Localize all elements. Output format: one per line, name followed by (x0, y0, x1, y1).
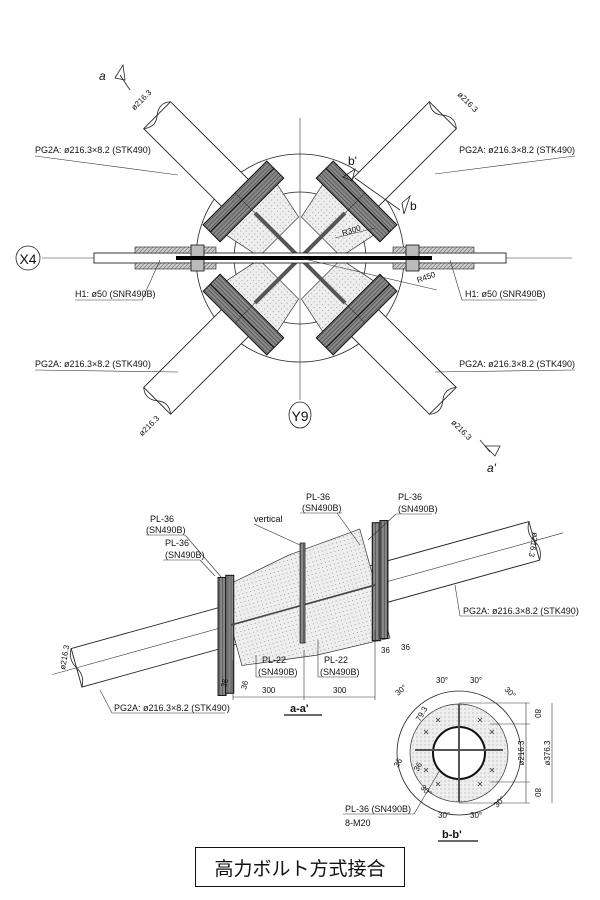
dim-300-right: 300 (333, 686, 347, 695)
label-pl36-right: PL-36 (398, 492, 422, 502)
angle-bottom-left: 30° (438, 811, 450, 820)
brace-label-ll: PG2A: ø216.3×8.2 (STK490) (35, 359, 151, 369)
angle-top-right: 30° (470, 676, 482, 685)
label-mat-right: (SN490B) (398, 504, 438, 514)
label-pl36-top: PL-36 (306, 492, 330, 502)
tube-dia-ul: ø216.3 (130, 88, 154, 112)
label-vertical: vertical (254, 514, 283, 524)
brace-label-left: PG2A: ø216.3×8.2 (STK490) (114, 703, 230, 713)
section-aa-view: vertical PL-36 (SN490B) PL-36 (SN490B) P… (52, 492, 579, 716)
grid-label-x4: X4 (19, 251, 36, 267)
dia-outer: ø376.3 (543, 740, 552, 765)
dia-inner: ø216.3 (517, 740, 526, 765)
label-mat-left2: (SN490B) (165, 550, 205, 560)
brace-label-ul: PG2A: ø216.3×8.2 (STK490) (35, 145, 151, 155)
brace-label-lr: PG2A: ø216.3×8.2 (STK490) (459, 359, 575, 369)
label-mat-left1: (SN490B) (146, 525, 186, 535)
brace-upper-left (143, 101, 300, 258)
label-mat-top: (SN490B) (302, 503, 342, 513)
tube-dia-left: ø216.3 (58, 644, 71, 671)
bolt-marks (423, 717, 495, 787)
rod-label-right: H1: ø50 (SNR490B) (465, 289, 546, 299)
dim-300-left: 300 (262, 686, 276, 695)
label-pl36-left1: PL-36 (150, 514, 174, 524)
dim-36-a: 36 (392, 756, 405, 769)
grid-label-y9: Y9 (291, 408, 308, 424)
brace-label-ur: PG2A: ø216.3×8.2 (STK490) (459, 145, 575, 155)
rod-label-left: H1: ø50 (SNR490B) (75, 289, 156, 299)
tube-dia-ll: ø216.3 (137, 414, 161, 438)
dim-36-d: 36 (401, 643, 410, 652)
tube-dia-ur: ø216.3 (456, 90, 480, 114)
section-mark-b: b (410, 199, 417, 213)
label-pl22-left: PL-22 (262, 655, 286, 665)
section-mark-a: a (99, 69, 106, 83)
label-mat-22-right: (SN490B) (320, 667, 360, 677)
drawing-caption: 高力ボルト方式接合 (195, 847, 405, 887)
plate-label: PL-36 (SN490B) (345, 804, 411, 814)
grid-bubble-x4 (15, 245, 41, 271)
bolt-label: 8-M20 (345, 818, 371, 828)
angle-top-left: 30° (436, 676, 448, 685)
section-bb-view: 80 80 ø216.3 ø376.3 30° 30° 30° 30° 30° … (343, 676, 553, 842)
dim-80-bottom: 80 (533, 788, 542, 797)
section-aa-title: a-a' (290, 703, 309, 715)
brace-label-right: PG2A: ø216.3×8.2 (STK490) (463, 606, 579, 616)
dim-36-c: 36 (381, 646, 390, 655)
angle-bottom-right: 30° (470, 811, 482, 820)
radius-r450: R450 (416, 270, 438, 285)
tube-dia-right: ø216.3 (527, 532, 540, 559)
angle-left-upper: 30° (394, 683, 409, 698)
grid-bubble-y9 (288, 401, 312, 429)
tube-dia-lr: ø216.3 (449, 418, 473, 442)
angle-right-lower: 30° (492, 794, 507, 809)
section-mark-a2: a' (487, 461, 497, 475)
vertical-plate (299, 542, 306, 644)
label-pl22-right: PL-22 (324, 655, 348, 665)
label-mat-22-left: (SN490B) (258, 667, 298, 677)
outer-circle (396, 690, 522, 816)
section-bb-title: b-b' (442, 829, 462, 841)
dim-80-top: 80 (533, 709, 542, 718)
label-pl36-left2: PL-36 (165, 538, 189, 548)
section-mark-b2: b' (348, 154, 357, 168)
dim-36-a: 36 (219, 677, 230, 688)
angle-right-upper: 30° (503, 685, 518, 700)
dim-36-b: 36 (239, 679, 250, 690)
plan-view: X4 Y9 PG2A: ø216.3×8.2 (STK490) PG2A: ø2… (15, 63, 576, 475)
